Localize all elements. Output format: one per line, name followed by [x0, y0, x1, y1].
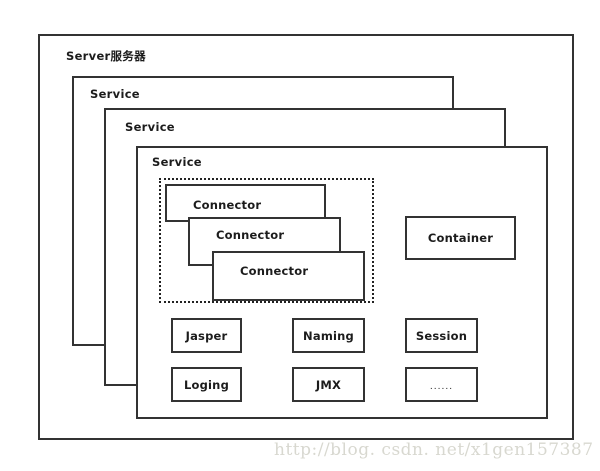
module-label-jmx: JMX [315, 377, 342, 392]
module-box-jmx: JMX [292, 367, 365, 402]
service-label-3: Service [152, 155, 202, 169]
module-label-session: Session [415, 328, 468, 343]
module-box-loging: Loging [171, 367, 242, 402]
service-label-2: Service [125, 120, 175, 134]
connector-group: Connector Connector Connector [159, 178, 374, 303]
connector-label-1: Connector [193, 198, 262, 212]
module-label-naming: Naming [303, 328, 354, 343]
service-box-3: Service Connector Connector Connector Co… [136, 146, 548, 419]
connector-label-3: Connector [240, 264, 309, 278]
module-box-session: Session [405, 318, 478, 353]
watermark-text: http://blog. csdn. net/x1gen157387 [274, 440, 594, 460]
module-box-jasper: Jasper [171, 318, 242, 353]
connector-label-2: Connector [216, 228, 285, 242]
module-box-more: ...... [405, 367, 478, 402]
module-label-jasper: Jasper [185, 328, 228, 343]
server-label: Server服务器 [66, 49, 146, 63]
connector-box-3: Connector [212, 251, 365, 301]
module-box-naming: Naming [292, 318, 365, 353]
module-label-more: ...... [429, 381, 454, 392]
module-label-loging: Loging [183, 377, 230, 392]
container-box: Container [405, 216, 516, 260]
service-label-1: Service [90, 87, 140, 101]
container-label: Container [427, 231, 494, 245]
